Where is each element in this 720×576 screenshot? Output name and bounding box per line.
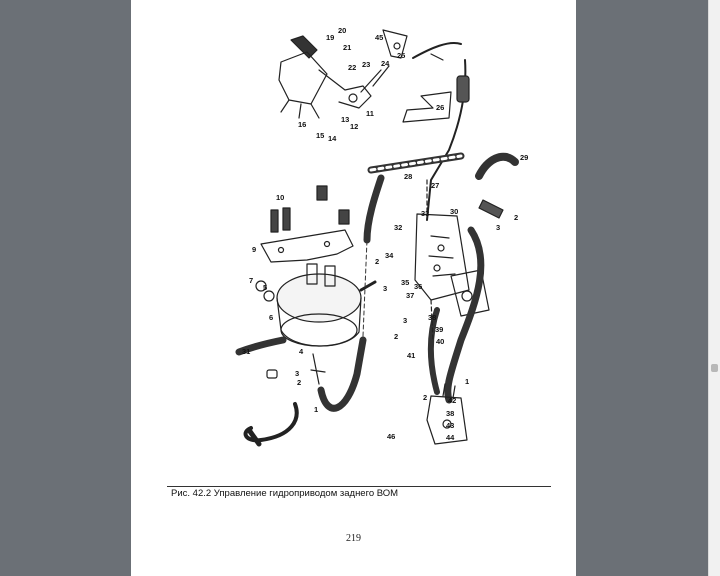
callout-label: 42 [448, 396, 456, 405]
callout-label: 20 [338, 26, 346, 35]
callout-label: 2 [514, 213, 518, 222]
callout-label: 37 [406, 291, 414, 300]
callout-label: 38 [446, 409, 454, 418]
callout-label: 16 [298, 120, 306, 129]
callout-label: 28 [404, 172, 412, 181]
callout-label: 25 [397, 51, 405, 60]
callout-label: 14 [328, 134, 337, 143]
callout-label: 33 [421, 209, 429, 218]
callout-label: 39 [435, 325, 443, 334]
callout-label: 36 [414, 282, 422, 291]
callout-label: 10 [276, 193, 284, 202]
page-number: 219 [346, 533, 361, 544]
callout-label: 35 [401, 278, 409, 287]
callout-label: 43 [446, 421, 454, 430]
pto-hydraulic-control-diagram: 2019214525222324261615141312112928272310… [235, 26, 528, 447]
callout-label: 22 [348, 63, 356, 72]
callout-label: 7 [249, 276, 253, 285]
callout-label: 4 [299, 347, 304, 356]
figure-caption: Рис. 42.2 Управление гидроприводом задне… [171, 488, 399, 499]
callout-label: 44 [446, 433, 455, 442]
callout-label: 38 [428, 313, 436, 322]
callout-label: 23 [362, 60, 370, 69]
callout-label: 27 [431, 181, 439, 190]
callout-label: 21 [343, 43, 351, 52]
callout-label: 15 [316, 131, 324, 140]
callout-label: 12 [350, 122, 358, 131]
callout-label: 3 [383, 284, 387, 293]
callout-label: 5 [263, 283, 267, 292]
callout-label: 2 [375, 257, 379, 266]
scrollbar-thumb[interactable] [711, 364, 718, 372]
callout-label: 34 [385, 251, 394, 260]
callout-label: 1 [465, 377, 469, 386]
callout-label: 11 [366, 109, 374, 118]
caption-rule [167, 486, 551, 487]
callout-label: 29 [520, 153, 528, 162]
callout-label: 13 [341, 115, 349, 124]
callout-label: 24 [381, 59, 390, 68]
callout-label: 3 [295, 369, 299, 378]
callout-label: 2 [297, 378, 301, 387]
callout-label: 26 [436, 103, 444, 112]
callout-label: 41 [407, 351, 415, 360]
callout-label: 19 [326, 33, 334, 42]
callout-label: 1 [314, 405, 318, 414]
callout-label: 45 [375, 33, 383, 42]
callout-label: 3 [496, 223, 500, 232]
callout-label: 30 [450, 207, 458, 216]
callout-label: 3 [403, 316, 407, 325]
callout-label: 2 [394, 332, 398, 341]
callout-label: 2 [423, 393, 427, 402]
callout-label: 46 [387, 432, 395, 441]
callout-label: 31 [242, 347, 250, 356]
callout-label: 9 [252, 245, 256, 254]
callout-label: 40 [436, 337, 444, 346]
vertical-scrollbar[interactable] [708, 0, 720, 576]
callout-label: 6 [269, 313, 273, 322]
callout-label: 32 [394, 223, 402, 232]
